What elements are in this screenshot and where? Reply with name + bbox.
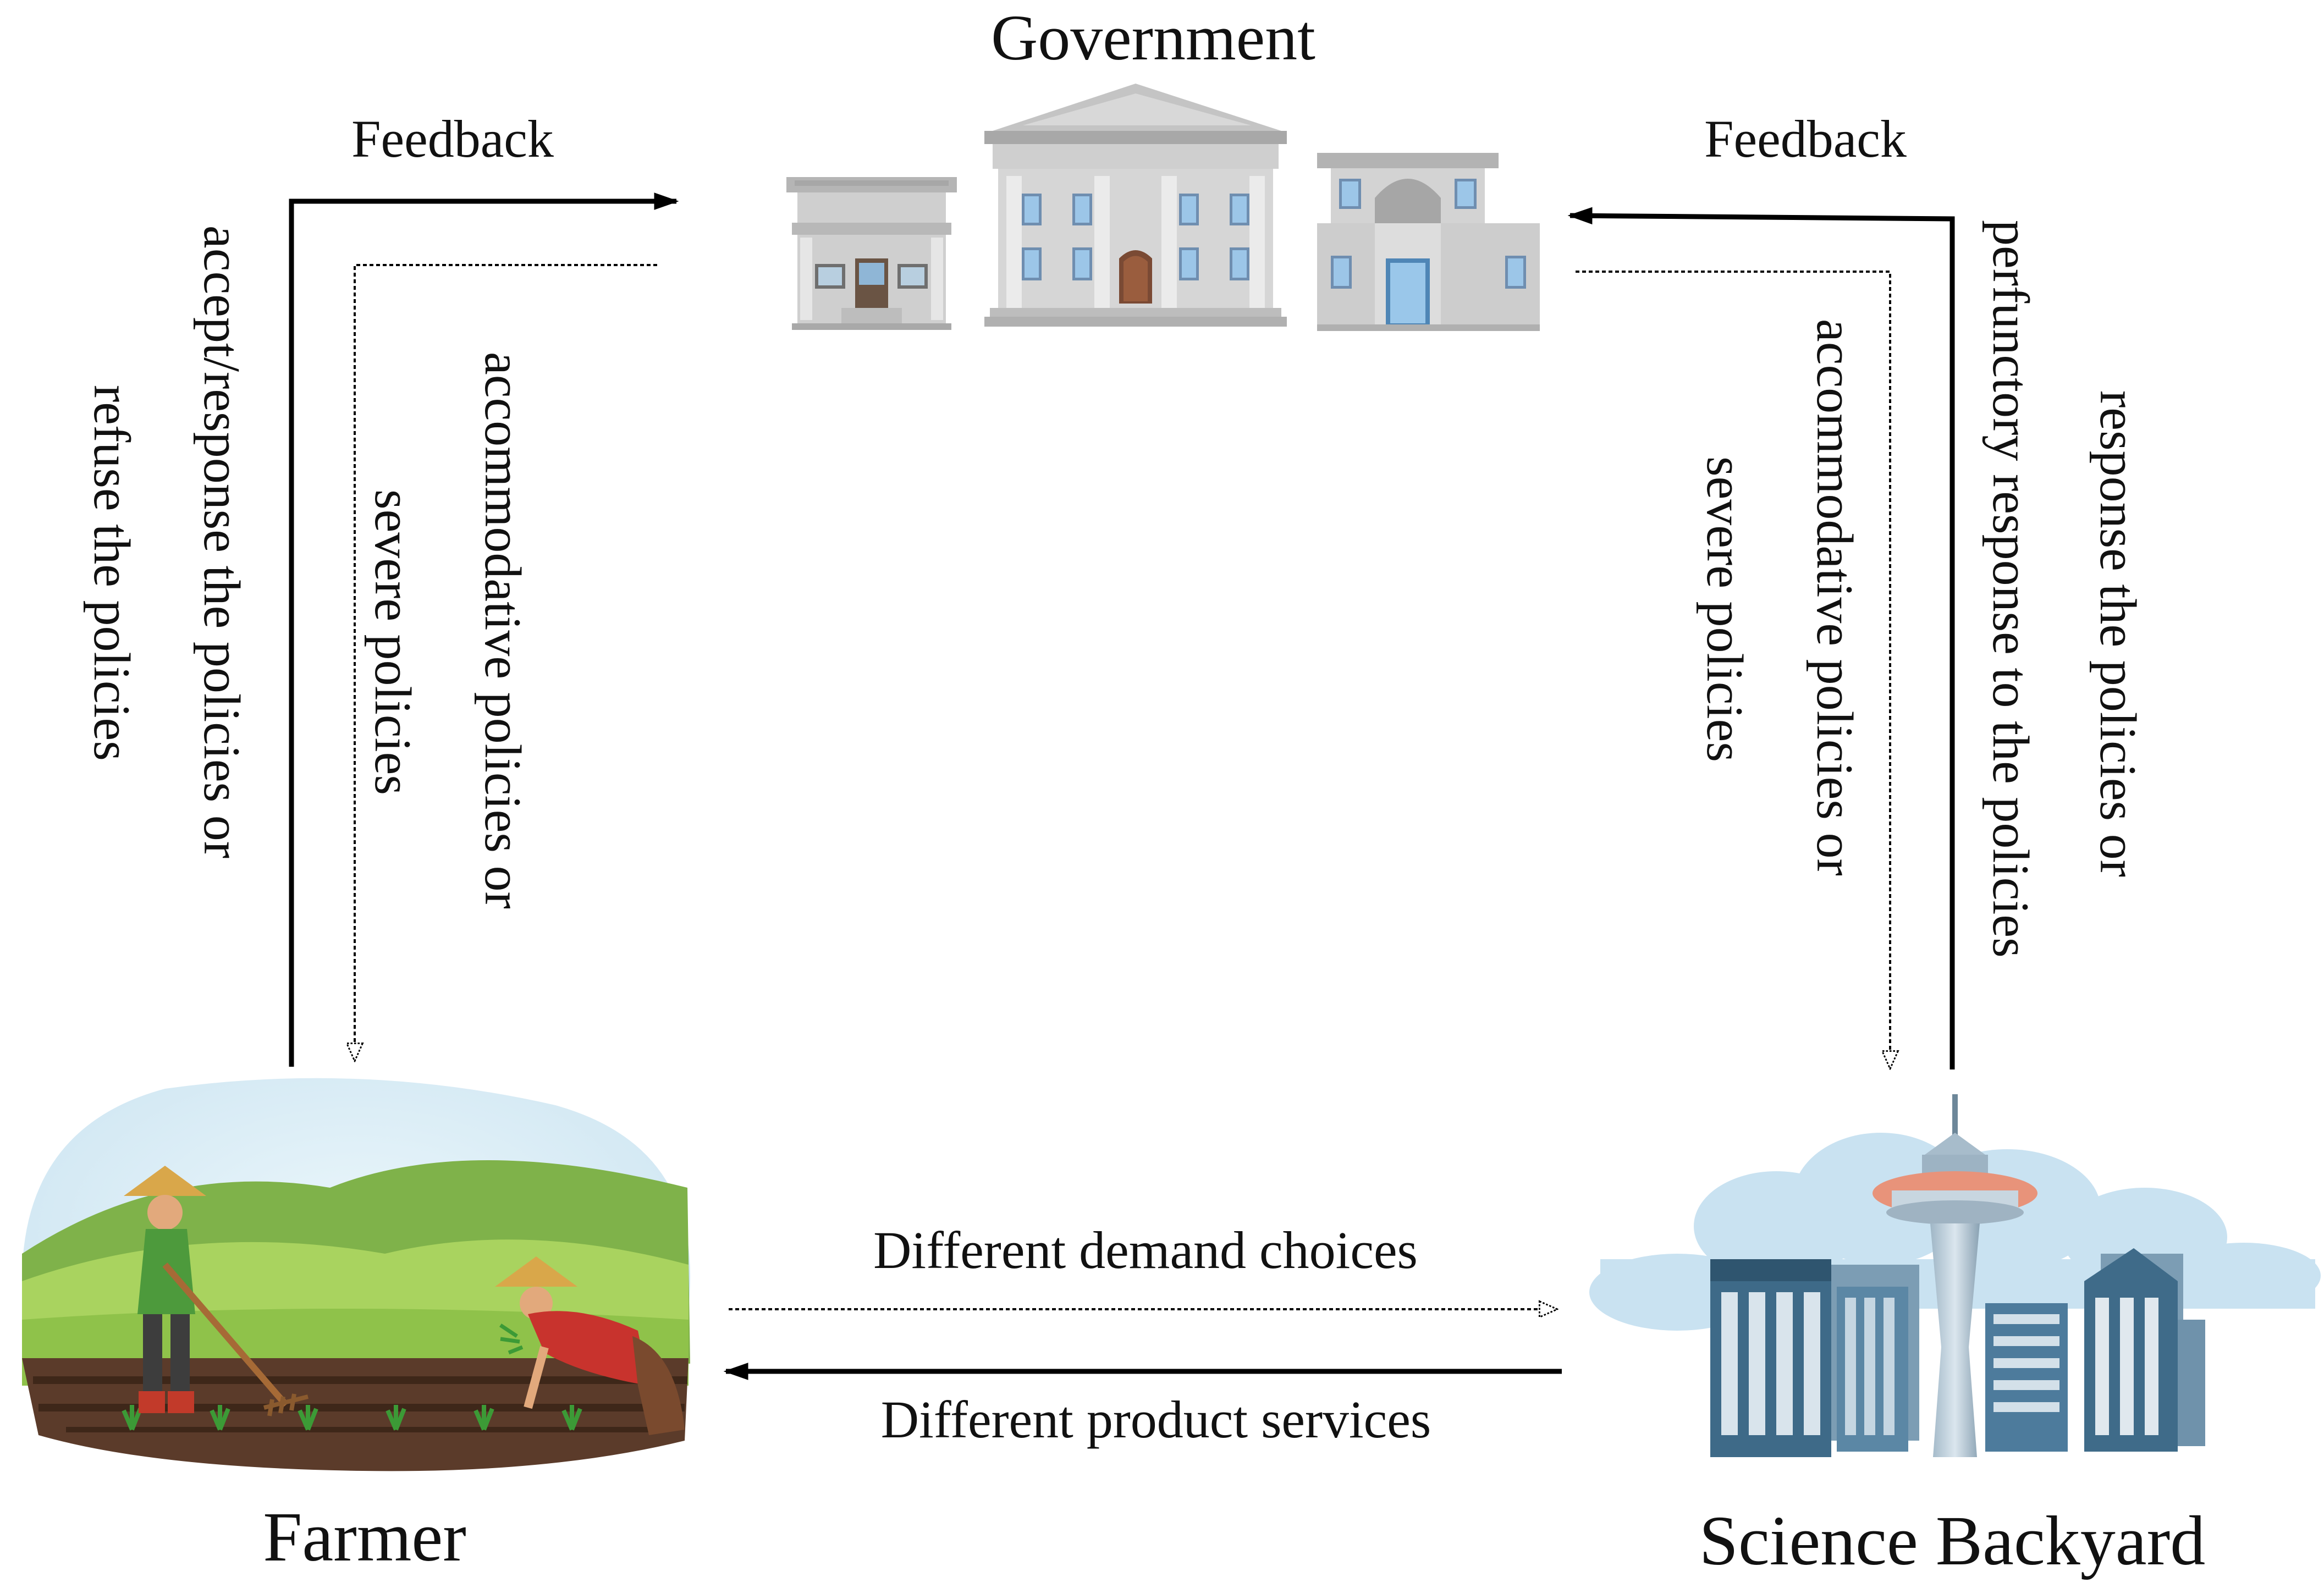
farmer-label: Farmer xyxy=(263,1498,466,1576)
needle-tower-icon xyxy=(1873,1094,2037,1457)
city-tower-icon xyxy=(1589,1094,2321,1457)
right-building-icon xyxy=(1317,153,1540,331)
left-building-icon xyxy=(786,177,957,330)
gov-to-science-text-line1: accommodative policies or xyxy=(1806,319,1863,876)
science-feedback-text-line2: perfunctory response to the policies xyxy=(1982,220,2039,958)
farmer-feedback-label: Feedback xyxy=(351,109,554,168)
city-buildings-icon xyxy=(1837,1248,2205,1452)
gov-to-science-policy-arrow xyxy=(1576,271,1890,1068)
demand-choices-label: Different demand choices xyxy=(873,1221,1418,1280)
science-backyard-label: Science Backyard xyxy=(1699,1502,2205,1580)
left-tower-icon xyxy=(1710,1259,1831,1457)
government-buildings-icon xyxy=(786,84,1540,331)
seedlings-icon xyxy=(122,1405,582,1431)
science-feedback-text-line1: response the policies or xyxy=(2089,390,2146,877)
gov-to-science-text-line2: severe policies xyxy=(1696,456,1753,762)
science-feedback-arrow xyxy=(1567,207,1955,1069)
farmer-feedback-text-line2: refuse the policies xyxy=(83,385,140,761)
farmer-planting-icon xyxy=(495,1256,685,1435)
farmer-field-icon xyxy=(22,1078,691,1471)
product-services-label: Different product services xyxy=(881,1390,1431,1449)
gov-to-farmer-text-line2: severe policies xyxy=(364,489,421,795)
government-label: Government xyxy=(991,2,1315,74)
farmer-with-rake-icon xyxy=(124,1166,309,1416)
central-building-icon xyxy=(984,84,1287,327)
gov-to-farmer-policy-arrow xyxy=(355,264,657,1060)
gov-to-farmer-text-line1: accommodative policies or xyxy=(474,352,531,909)
farmer-feedback-text-line1: accept/response the policies or xyxy=(193,225,250,858)
farmer-feedback-arrow xyxy=(289,192,679,1067)
science-feedback-label: Feedback xyxy=(1704,109,1907,168)
